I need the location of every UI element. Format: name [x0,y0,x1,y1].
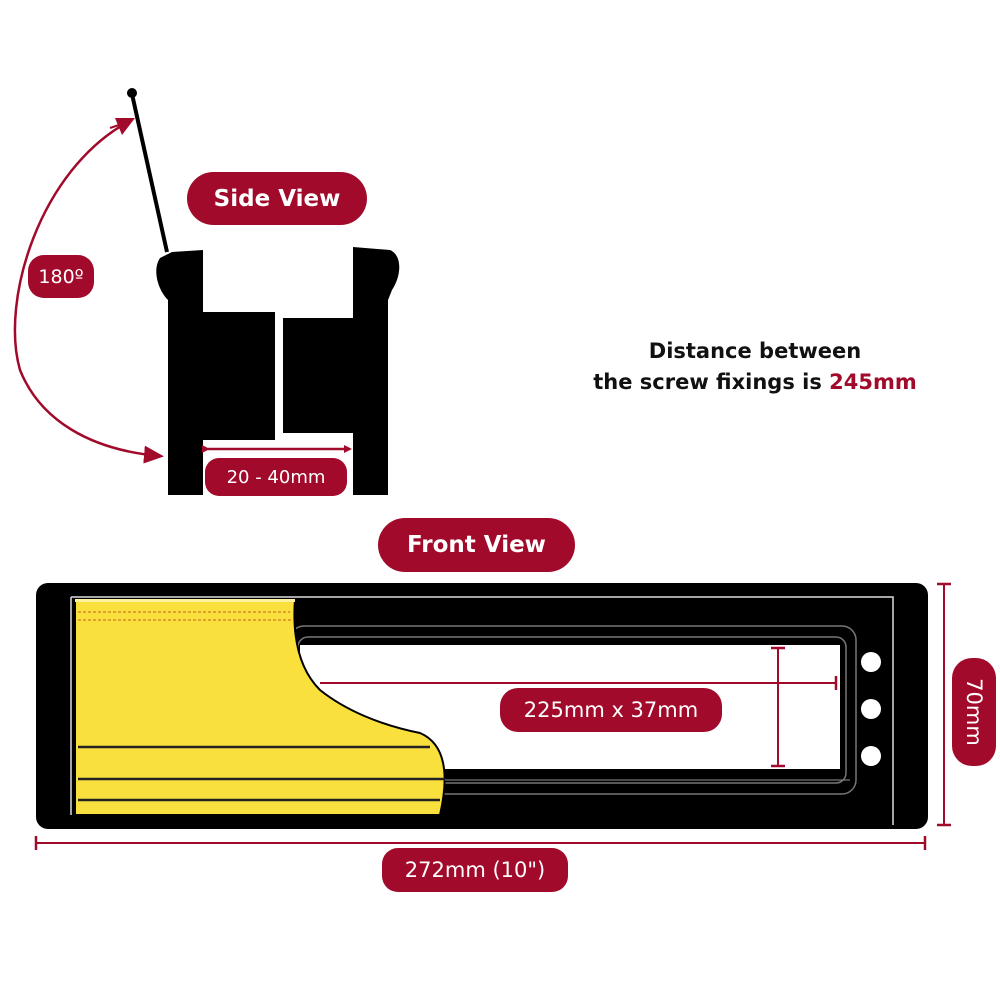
screw-distance-value: 245mm [829,370,917,394]
note-line-1: Distance between [648,339,862,363]
screw-hole [861,746,881,766]
lever-knob [127,88,137,98]
flap-lever [130,93,169,253]
gap-range-label: 20 - 40mm [205,458,347,496]
height-label-container: 70mm [952,658,996,766]
width-label: 272mm (10") [382,848,568,892]
rotation-arc-arrow [13,120,164,464]
arrowhead-top-icon [115,118,135,135]
height-label: 70mm [962,678,987,746]
aperture-size-label: 225mm x 37mm [500,688,722,732]
side-view-drawing [13,88,400,495]
side-frame-insert [283,318,353,433]
front-view-label: Front View [378,518,575,572]
screw-hole [861,699,881,719]
rotation-angle-label: 180º [28,255,94,298]
screw-distance-note: Distance between the screw fixings is 24… [560,336,950,398]
side-frame-right [353,247,400,495]
front-view-drawing [34,582,951,850]
note-line-2: the screw fixings is [593,370,830,394]
screw-hole [861,652,881,672]
side-view-label: Side View [187,172,367,225]
side-frame-left [156,250,275,495]
